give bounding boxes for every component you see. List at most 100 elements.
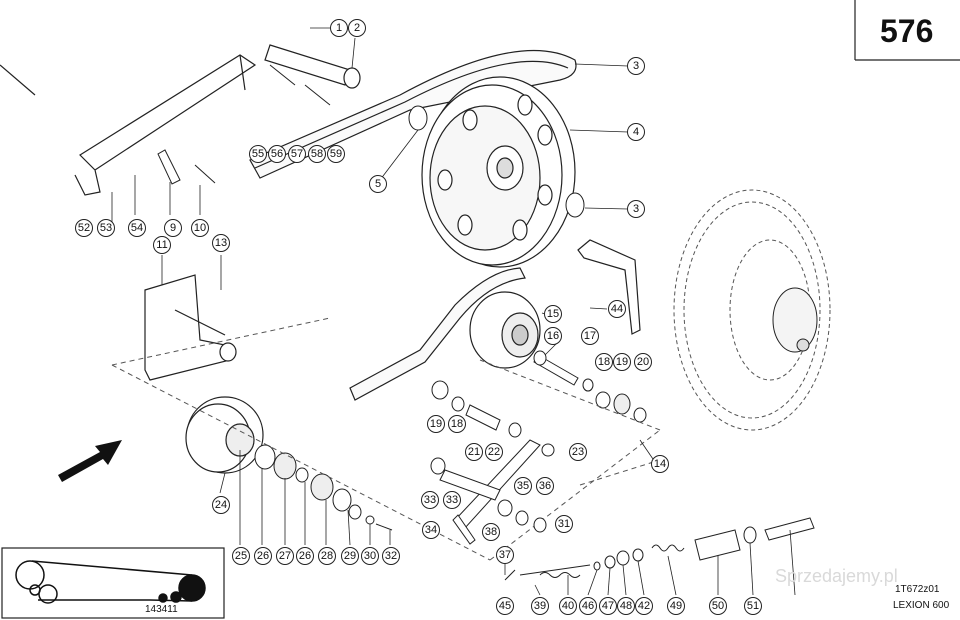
callout-number: 17	[584, 330, 596, 342]
callout-17: 17	[581, 327, 599, 345]
callout-24: 24	[212, 496, 230, 514]
callout-number: 51	[747, 600, 759, 612]
callout-59: 59	[327, 145, 345, 163]
callout-58: 58	[308, 145, 326, 163]
spring-rod-assembly	[504, 517, 815, 581]
callout-circle	[308, 145, 326, 163]
callout-number: 56	[271, 148, 283, 160]
callout-circle	[634, 353, 652, 371]
callout-51: 51	[744, 597, 762, 615]
callout-number: 38	[485, 526, 497, 538]
callout-number: 29	[344, 550, 356, 562]
pulley-large	[421, 76, 576, 268]
callout-number: 2	[354, 22, 360, 34]
callout-44: 44	[608, 300, 626, 318]
callout-circle	[531, 597, 549, 615]
bearing-stack	[254, 444, 393, 531]
callout-number: 27	[279, 550, 291, 562]
callout-circle	[635, 597, 653, 615]
callout-56: 56	[268, 145, 286, 163]
callout-number: 26	[299, 550, 311, 562]
callout-number: 32	[385, 550, 397, 562]
callout-circle	[249, 145, 267, 163]
callout-number: 10	[194, 222, 206, 234]
callout-53: 53	[97, 219, 115, 237]
callout-46: 46	[579, 597, 597, 615]
callout-circle	[555, 515, 573, 533]
callout-33: 33	[421, 491, 439, 509]
callout-23: 23	[569, 443, 587, 461]
callout-14: 14	[651, 455, 669, 473]
callout-circle	[514, 477, 532, 495]
callout-circle	[164, 219, 182, 237]
callout-number: 30	[364, 550, 376, 562]
callout-37: 37	[496, 546, 514, 564]
callout-number: 24	[215, 499, 227, 511]
callout-30: 30	[361, 547, 379, 565]
callout-number: 23	[572, 446, 584, 458]
callout-circle	[627, 57, 645, 75]
callout-circle	[296, 547, 314, 565]
callout-number: 49	[670, 600, 682, 612]
callout-number: 58	[311, 148, 323, 160]
callout-26: 26	[296, 547, 314, 565]
callout-circle	[709, 597, 727, 615]
callout-10: 10	[191, 219, 209, 237]
callout-16: 16	[544, 327, 562, 345]
callout-54: 54	[128, 219, 146, 237]
callout-circle	[330, 19, 348, 37]
callout-number: 14	[654, 458, 666, 470]
callout-number: 4	[633, 126, 639, 138]
callout-number: 11	[156, 239, 167, 251]
callout-number: 1	[336, 22, 342, 34]
callout-number: 20	[637, 356, 649, 368]
callout-circle	[595, 353, 613, 371]
direction-arrow	[58, 440, 122, 482]
callout-number: 39	[534, 600, 546, 612]
callout-circle	[427, 415, 445, 433]
callout-number: 48	[620, 600, 632, 612]
callout-circle	[232, 547, 250, 565]
callout-3: 3	[627, 57, 645, 75]
callout-circle	[97, 219, 115, 237]
callout-number: 44	[611, 303, 623, 315]
callout-circle	[608, 300, 626, 318]
bolt	[533, 350, 579, 386]
belt-secondary	[349, 267, 526, 401]
callout-number: 18	[451, 418, 463, 430]
callout-circle	[369, 175, 387, 193]
support-arm	[74, 54, 257, 196]
callout-48: 48	[617, 597, 635, 615]
callout-19: 19	[427, 415, 445, 433]
callout-28: 28	[318, 547, 336, 565]
callout-circle	[128, 219, 146, 237]
callout-number: 19	[430, 418, 442, 430]
callout-47: 47	[599, 597, 617, 615]
callout-circle	[627, 123, 645, 141]
callout-26: 26	[254, 547, 272, 565]
callout-50: 50	[709, 597, 727, 615]
callout-18: 18	[595, 353, 613, 371]
callout-circle	[288, 145, 306, 163]
callout-number: 16	[547, 330, 559, 342]
callout-31: 31	[555, 515, 573, 533]
callout-15: 15	[544, 305, 562, 323]
watermark: Sprzedajemy.pl	[775, 566, 898, 586]
callout-52: 52	[75, 219, 93, 237]
belt-routing-inset	[15, 560, 206, 604]
callout-32: 32	[382, 547, 400, 565]
guard-bracket	[577, 239, 641, 335]
callout-21: 21	[465, 443, 483, 461]
callout-number: 19	[616, 356, 628, 368]
callout-circle	[482, 523, 500, 541]
callout-circle	[443, 491, 461, 509]
tensioner-bracket	[144, 274, 237, 381]
callout-circle	[421, 491, 439, 509]
callout-40: 40	[559, 597, 577, 615]
callout-number: 59	[330, 148, 342, 160]
page-number: 576	[880, 13, 933, 49]
callout-circle	[559, 597, 577, 615]
callout-number: 21	[468, 446, 480, 458]
